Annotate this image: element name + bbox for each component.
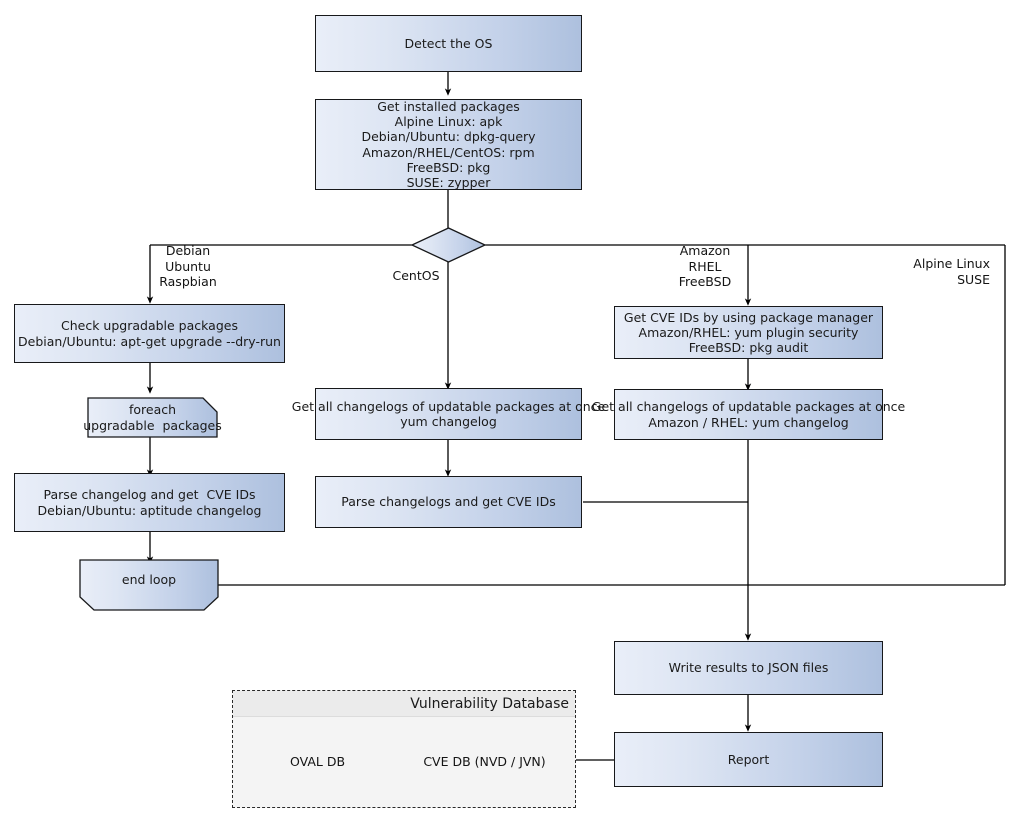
cve-db-label: CVE DB (NVD / JVN) <box>423 754 546 769</box>
node-get-cve-ids-right-label: Get CVE IDs by using package manager Ama… <box>623 309 874 356</box>
node-get-changelogs-center[interactable]: Get all changelogs of updatable packages… <box>292 388 605 440</box>
edge-label-alpine-branch: Alpine Linux SUSE <box>913 256 990 287</box>
node-detect-os[interactable]: Detect the OS <box>315 15 582 72</box>
node-parse-changelogs-center[interactable]: Parse changelogs and get CVE IDs <box>315 476 582 528</box>
node-os-decision[interactable] <box>412 228 485 262</box>
node-end-loop[interactable]: end loop <box>80 560 218 610</box>
oval-db-label: OVAL DB <box>289 754 346 769</box>
node-get-installed-packages[interactable]: Get installed packages Alpine Linux: apk… <box>315 99 582 190</box>
node-detect-os-label: Detect the OS <box>404 35 493 51</box>
node-get-changelogs-right-label: Get all changelogs of updatable packages… <box>591 399 906 430</box>
node-get-changelogs-right[interactable]: Get all changelogs of updatable packages… <box>592 389 905 440</box>
node-get-changelogs-center-label: Get all changelogs of updatable packages… <box>291 398 606 429</box>
node-get-cve-ids-right[interactable]: Get CVE IDs by using package manager Ama… <box>614 306 883 359</box>
node-end-loop-label: end loop <box>121 572 177 588</box>
edge-label-amazon-branch: Amazon RHEL FreeBSD <box>678 243 732 290</box>
node-report[interactable]: Report <box>614 732 883 787</box>
node-check-upgradable-packages-label: Check upgradable packages Debian/Ubuntu:… <box>18 318 281 349</box>
node-foreach-upgradable-packages[interactable]: foreach upgradable packages <box>83 398 222 437</box>
node-write-results[interactable]: Write results to JSON files <box>614 641 883 695</box>
node-parse-changelog-left-label: Parse changelog and get CVE IDs Debian/U… <box>37 487 262 518</box>
node-parse-changelogs-center-label: Parse changelogs and get CVE IDs <box>341 494 556 510</box>
node-parse-changelog-left[interactable]: Parse changelog and get CVE IDs Debian/U… <box>14 473 285 532</box>
node-get-installed-packages-label: Get installed packages Alpine Linux: apk… <box>361 98 536 190</box>
decision-diamond <box>410 227 487 263</box>
node-foreach-label: foreach upgradable packages <box>83 402 222 433</box>
end-loop-shape <box>79 559 219 611</box>
vulnerability-database-group: Vulnerability Database <box>232 690 576 808</box>
node-report-label: Report <box>727 751 770 767</box>
foreach-loop-shape <box>87 397 218 438</box>
node-write-results-label: Write results to JSON files <box>668 660 829 676</box>
edge-label-debian-branch: Debian Ubuntu Raspbian <box>159 243 217 290</box>
edge-label-centos-branch: CentOS <box>392 268 440 283</box>
node-check-upgradable-packages[interactable]: Check upgradable packages Debian/Ubuntu:… <box>14 304 285 363</box>
vulnerability-database-title: Vulnerability Database <box>233 691 575 717</box>
